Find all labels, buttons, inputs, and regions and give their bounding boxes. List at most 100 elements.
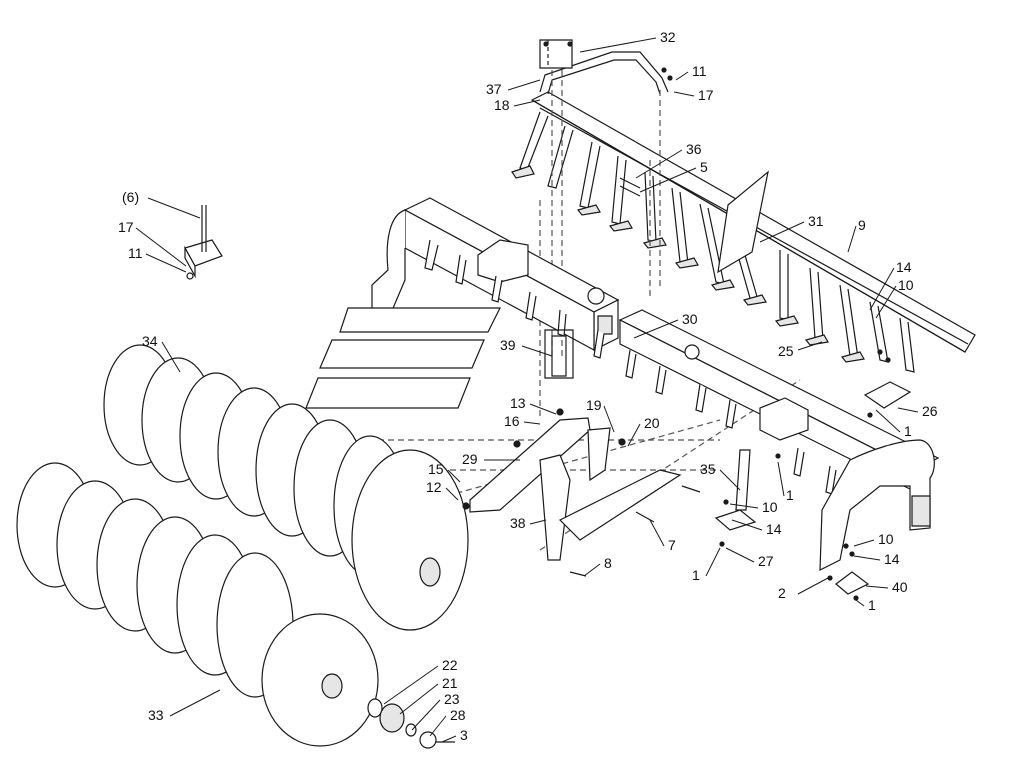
leader-line <box>603 405 615 433</box>
part-number-label: 26 <box>922 403 938 419</box>
leader-line <box>875 409 901 433</box>
part-number-label: 22 <box>442 657 458 673</box>
shoe-plates <box>716 382 910 594</box>
leader-line <box>869 267 895 311</box>
leader-line <box>875 285 897 319</box>
side-brackets <box>470 330 750 560</box>
part-number-label: 1 <box>692 567 700 583</box>
leader-line <box>853 539 875 547</box>
leader-line <box>513 99 541 107</box>
part-number-label: 5 <box>700 159 708 175</box>
leader-line <box>725 547 755 563</box>
part-number-label: 1 <box>904 423 912 439</box>
leader-line <box>161 341 181 373</box>
tine-plates <box>306 308 500 408</box>
leader-line <box>635 149 683 179</box>
main-frame <box>372 198 618 358</box>
part-number-label: 15 <box>428 461 444 477</box>
part-number-label: 38 <box>510 515 526 531</box>
support-bow <box>540 40 668 94</box>
part-number-label: 17 <box>118 219 134 235</box>
leader-line <box>759 221 805 243</box>
part-number-label: 27 <box>758 553 774 569</box>
leader-line <box>583 563 601 577</box>
part-number-label: 37 <box>486 81 502 97</box>
roller-34 <box>104 345 468 630</box>
part-number-label: 32 <box>660 29 676 45</box>
part-number-label: 30 <box>682 311 698 327</box>
part-number-label: 7 <box>668 537 676 553</box>
leader-line <box>411 699 441 731</box>
front-beam <box>620 310 938 570</box>
spacer-plate <box>185 205 222 279</box>
leader-line <box>627 423 641 447</box>
leader-line <box>673 91 695 97</box>
leader-line <box>633 319 679 339</box>
leader-line <box>719 469 741 491</box>
leader-line <box>429 715 447 737</box>
leader-line <box>797 577 829 595</box>
part-number-label: 13 <box>510 395 526 411</box>
leader-line <box>145 253 187 273</box>
part-number-label: (6) <box>122 189 139 205</box>
leader-line <box>399 683 439 715</box>
leader-line <box>529 519 547 525</box>
part-number-label: 34 <box>142 333 158 349</box>
part-number-label: 33 <box>148 707 164 723</box>
part-number-label: 14 <box>884 551 900 567</box>
part-number-label: 39 <box>500 337 516 353</box>
part-number-label: 36 <box>686 141 702 157</box>
leader-line <box>847 225 857 253</box>
part-number-label: 11 <box>692 63 707 79</box>
leader-line <box>441 735 457 743</box>
part-number-label: 19 <box>586 397 602 413</box>
part-number-label: 2 <box>778 585 786 601</box>
leader-line <box>731 519 763 531</box>
part-number-label: 21 <box>442 675 458 691</box>
leader-line <box>445 487 459 501</box>
part-number-label: 12 <box>426 479 442 495</box>
part-number-label: 1 <box>786 487 794 503</box>
part-number-label: 28 <box>450 707 466 723</box>
part-number-label: 35 <box>700 461 716 477</box>
leader-line <box>865 585 889 589</box>
leader-line <box>649 519 665 547</box>
part-number-label: 16 <box>504 413 520 429</box>
part-number-label: 11 <box>128 245 143 261</box>
part-number-label: 8 <box>604 555 612 571</box>
leader-line <box>855 599 865 607</box>
part-number-label: 10 <box>762 499 778 515</box>
part-number-label: 29 <box>462 451 478 467</box>
leader-line <box>147 197 201 219</box>
part-number-label: 3 <box>460 727 468 743</box>
leader-line <box>169 689 221 717</box>
part-number-label: 18 <box>494 97 510 113</box>
part-number-label: 31 <box>808 213 824 229</box>
part-number-label: 40 <box>892 579 908 595</box>
part-number-label: 17 <box>698 87 714 103</box>
part-number-label: 20 <box>644 415 660 431</box>
leader-line <box>135 227 187 267</box>
leader-line <box>777 461 785 497</box>
bearing-parts <box>368 699 455 748</box>
part-number-label: 14 <box>896 259 912 275</box>
leader-line <box>383 665 439 705</box>
part-number-label: 23 <box>444 691 460 707</box>
drawing-parts <box>17 40 975 748</box>
part-number-label: 10 <box>898 277 914 293</box>
part-number-label: 25 <box>778 343 794 359</box>
leader-line <box>705 547 721 577</box>
leader-line <box>675 71 689 81</box>
leader-line <box>521 345 553 357</box>
part-number-label: 14 <box>766 521 782 537</box>
part-number-label: 9 <box>858 217 866 233</box>
leader-line <box>897 407 919 413</box>
leader-line <box>579 37 657 53</box>
leader-line <box>729 503 759 509</box>
leader-line <box>529 403 557 415</box>
part-number-label: 1 <box>868 597 876 613</box>
hardware <box>463 42 890 600</box>
